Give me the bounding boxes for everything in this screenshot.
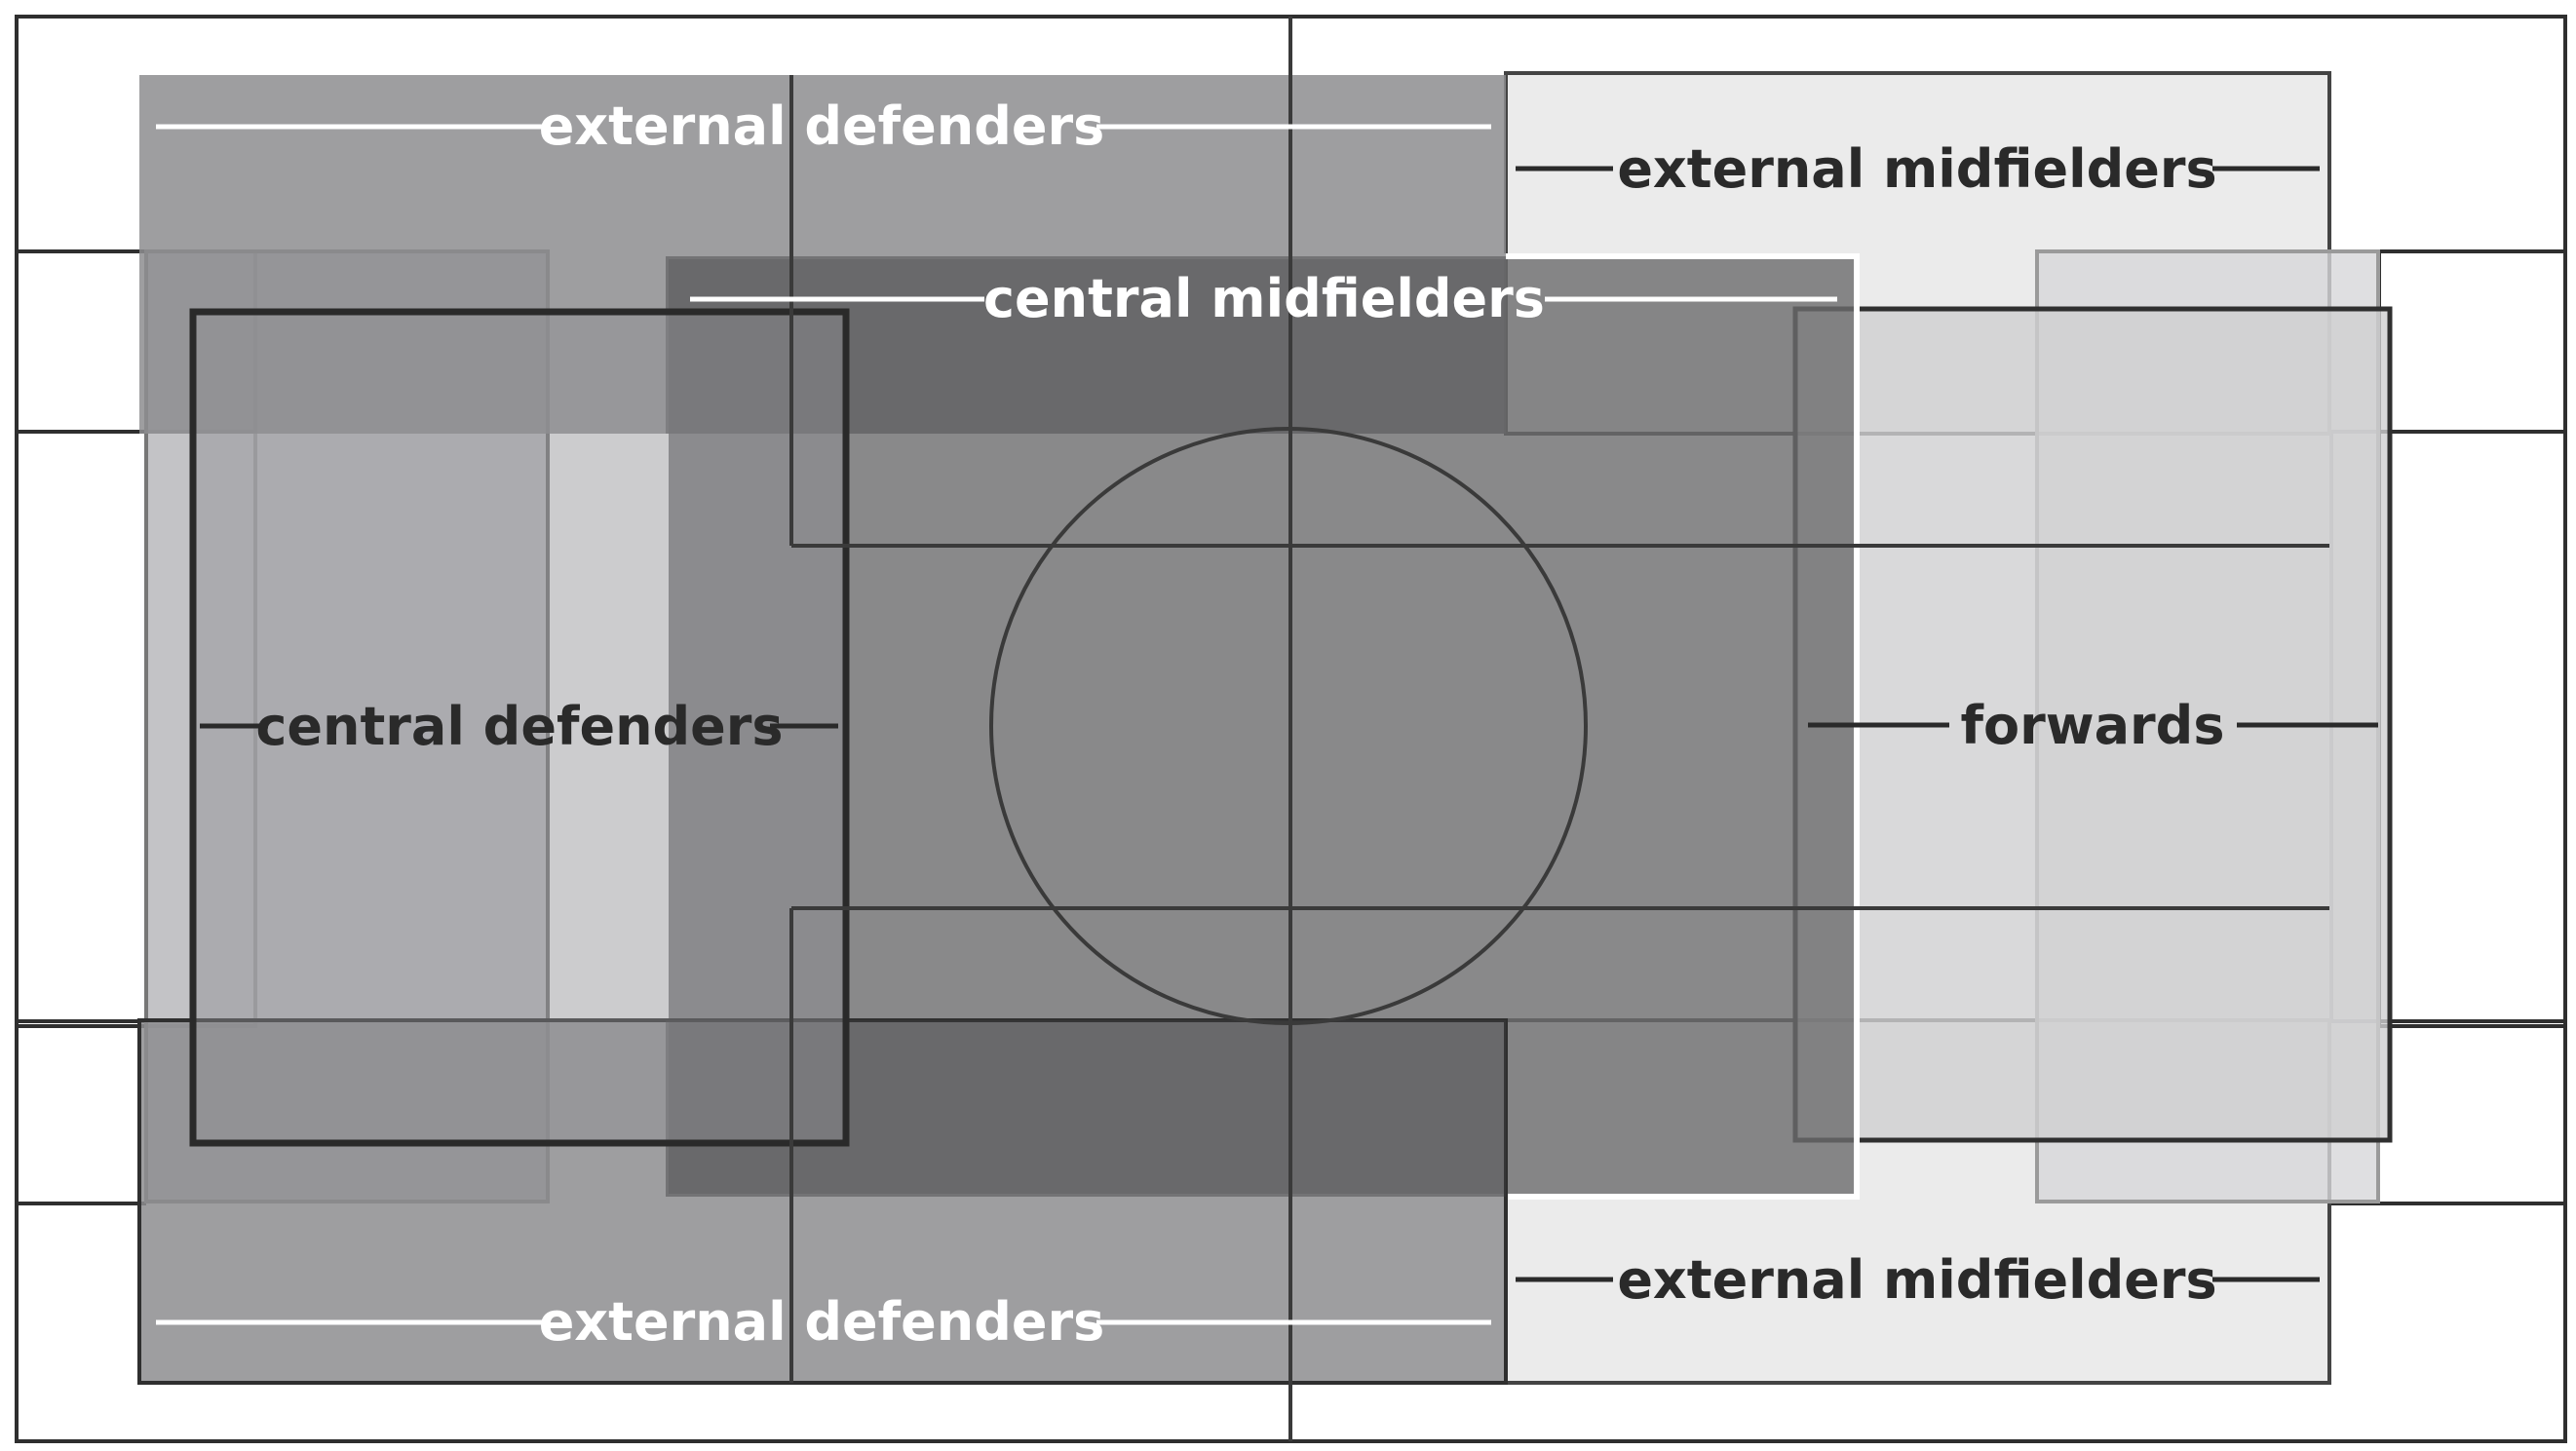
zone-central-defenders	[189, 308, 850, 1147]
label-forwards: forwards	[1961, 695, 2225, 756]
label-central-defenders: central defenders	[255, 696, 783, 757]
overlap-defenders-midfield-bottom	[666, 1020, 1506, 1197]
label-central-midfielders: central midfielders	[983, 268, 1545, 329]
label-external-midfielders-top: external midfielders	[1617, 138, 2216, 200]
center-circle	[989, 427, 1588, 1025]
zone-external-defenders-top	[139, 75, 1506, 434]
label-forwards-group: forwards	[1808, 695, 2378, 756]
label-external-midfielders-bottom-group: external midfielders	[1516, 1249, 2320, 1311]
label-external-midfielders-bottom: external midfielders	[1617, 1249, 2216, 1311]
overlap-defenders-midfield-top	[666, 256, 1506, 434]
label-external-defenders-bottom: external defenders	[539, 1291, 1105, 1353]
right-penalty-area	[2377, 249, 2567, 1028]
label-central-defenders-group: central defenders	[200, 696, 838, 757]
label-external-defenders-bottom-group: external defenders	[156, 1291, 1491, 1353]
field-internal-lines	[789, 17, 2329, 1441]
label-external-midfielders-top-group: external midfielders	[1516, 138, 2320, 200]
label-external-defenders-top-group: external defenders	[156, 95, 1491, 157]
label-central-midfielders-group: central midfielders	[690, 268, 1837, 329]
label-external-defenders-top: external defenders	[539, 95, 1105, 157]
